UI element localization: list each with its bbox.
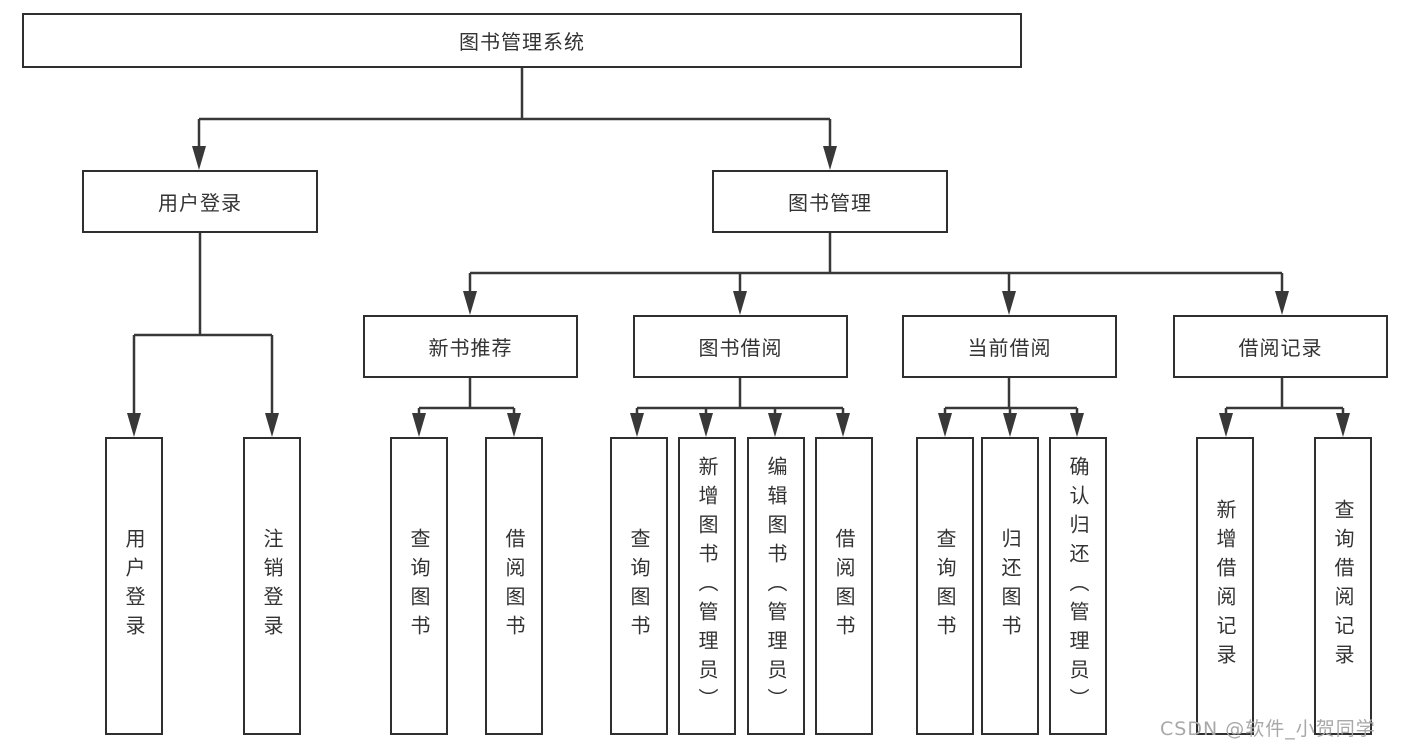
node-user-login-label: 用户登录 xyxy=(158,191,242,215)
leaf-query-borrow-record: 查询借阅记录 xyxy=(1314,437,1372,735)
leaf-query-borrow-record-label: 查询借阅记录 xyxy=(1331,499,1355,673)
leaf-confirm-return-admin: 确认归还（管理员） xyxy=(1049,437,1107,735)
node-book-borrow: 图书借阅 xyxy=(633,315,848,378)
leaf-return-book-label: 归还图书 xyxy=(998,528,1022,644)
leaf-borrow-books-borrow-label: 借阅图书 xyxy=(832,528,856,644)
node-borrow-records-label: 借阅记录 xyxy=(1238,336,1323,360)
leaf-query-books-borrow: 查询图书 xyxy=(610,437,668,735)
node-user-login: 用户登录 xyxy=(82,170,318,233)
leaf-borrow-books-borrow: 借阅图书 xyxy=(815,437,873,735)
node-root-label: 图书管理系统 xyxy=(459,30,585,54)
leaf-logout: 注销登录 xyxy=(243,437,301,735)
node-current-borrow: 当前借阅 xyxy=(902,315,1117,378)
leaf-add-borrow-record: 新增借阅记录 xyxy=(1196,437,1254,735)
leaf-user-login-label: 用户登录 xyxy=(122,528,146,644)
node-root: 图书管理系统 xyxy=(22,13,1022,68)
leaf-edit-book-admin-label: 编辑图书（管理员） xyxy=(764,455,788,717)
leaf-query-books-recommend: 查询图书 xyxy=(390,437,448,735)
leaf-query-books-borrow-label: 查询图书 xyxy=(627,528,651,644)
node-current-borrow-label: 当前借阅 xyxy=(967,336,1052,360)
leaf-return-book: 归还图书 xyxy=(981,437,1039,735)
leaf-add-borrow-record-label: 新增借阅记录 xyxy=(1213,499,1237,673)
node-new-book-recommend-label: 新书推荐 xyxy=(428,336,513,360)
node-book-management: 图书管理 xyxy=(712,170,948,233)
leaf-confirm-return-admin-label: 确认归还（管理员） xyxy=(1066,455,1090,717)
leaf-logout-label: 注销登录 xyxy=(260,528,284,644)
leaf-add-book-admin-label: 新增图书（管理员） xyxy=(695,455,719,717)
leaf-query-books-recommend-label: 查询图书 xyxy=(407,528,431,644)
leaf-borrow-books-recommend: 借阅图书 xyxy=(485,437,543,735)
leaf-user-login: 用户登录 xyxy=(105,437,163,735)
node-borrow-records: 借阅记录 xyxy=(1173,315,1388,378)
leaf-borrow-books-recommend-label: 借阅图书 xyxy=(502,528,526,644)
leaf-edit-book-admin: 编辑图书（管理员） xyxy=(747,437,805,735)
leaf-query-books-current-label: 查询图书 xyxy=(933,528,957,644)
leaf-add-book-admin: 新增图书（管理员） xyxy=(678,437,736,735)
node-book-borrow-label: 图书借阅 xyxy=(698,336,783,360)
node-book-management-label: 图书管理 xyxy=(788,191,872,215)
leaf-query-books-current: 查询图书 xyxy=(916,437,974,735)
watermark: CSDN @软件_小贺同学 xyxy=(1160,718,1376,740)
node-new-book-recommend: 新书推荐 xyxy=(363,315,578,378)
